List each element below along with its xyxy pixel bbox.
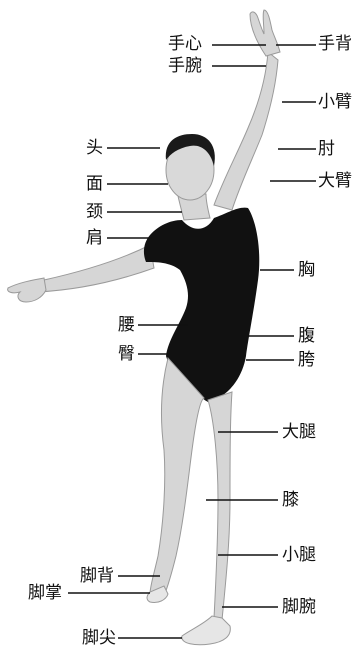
standing-leg bbox=[207, 391, 233, 621]
working-leg bbox=[149, 356, 205, 597]
label-face: 面 bbox=[86, 174, 103, 194]
leotard bbox=[143, 207, 260, 402]
label-elbow: 肘 bbox=[318, 139, 335, 159]
label-sole: 脚掌 bbox=[28, 583, 62, 603]
label-thigh: 大腿 bbox=[282, 422, 316, 442]
hair bbox=[165, 134, 215, 166]
label-chest: 胸 bbox=[298, 260, 315, 280]
leader-lines bbox=[68, 44, 316, 639]
label-calf: 小腿 bbox=[282, 545, 316, 565]
label-hip: 胯 bbox=[298, 350, 315, 370]
label-instep: 脚背 bbox=[80, 566, 114, 586]
label-shoulder: 肩 bbox=[86, 228, 103, 248]
neck bbox=[177, 193, 211, 221]
label-knee: 膝 bbox=[282, 490, 299, 510]
label-toe-tip: 脚尖 bbox=[82, 628, 116, 648]
label-upper-arm: 大臂 bbox=[318, 171, 352, 191]
raised-arm bbox=[213, 51, 279, 211]
label-waist: 腰 bbox=[118, 315, 135, 335]
label-forearm: 小臂 bbox=[318, 92, 352, 112]
working-foot bbox=[146, 585, 169, 603]
label-abdomen: 腹 bbox=[298, 326, 315, 346]
label-neck: 颈 bbox=[86, 202, 103, 222]
standing-foot bbox=[181, 615, 231, 646]
label-wrist: 手腕 bbox=[168, 56, 202, 76]
extended-arm bbox=[37, 244, 155, 293]
label-buttocks: 臀 bbox=[118, 344, 135, 364]
label-head: 头 bbox=[86, 138, 103, 158]
label-hand-back: 手背 bbox=[318, 34, 352, 54]
raised-hand bbox=[249, 9, 281, 57]
label-palm: 手心 bbox=[168, 34, 202, 54]
label-ankle: 脚腕 bbox=[282, 597, 316, 617]
extended-hand bbox=[7, 277, 47, 303]
